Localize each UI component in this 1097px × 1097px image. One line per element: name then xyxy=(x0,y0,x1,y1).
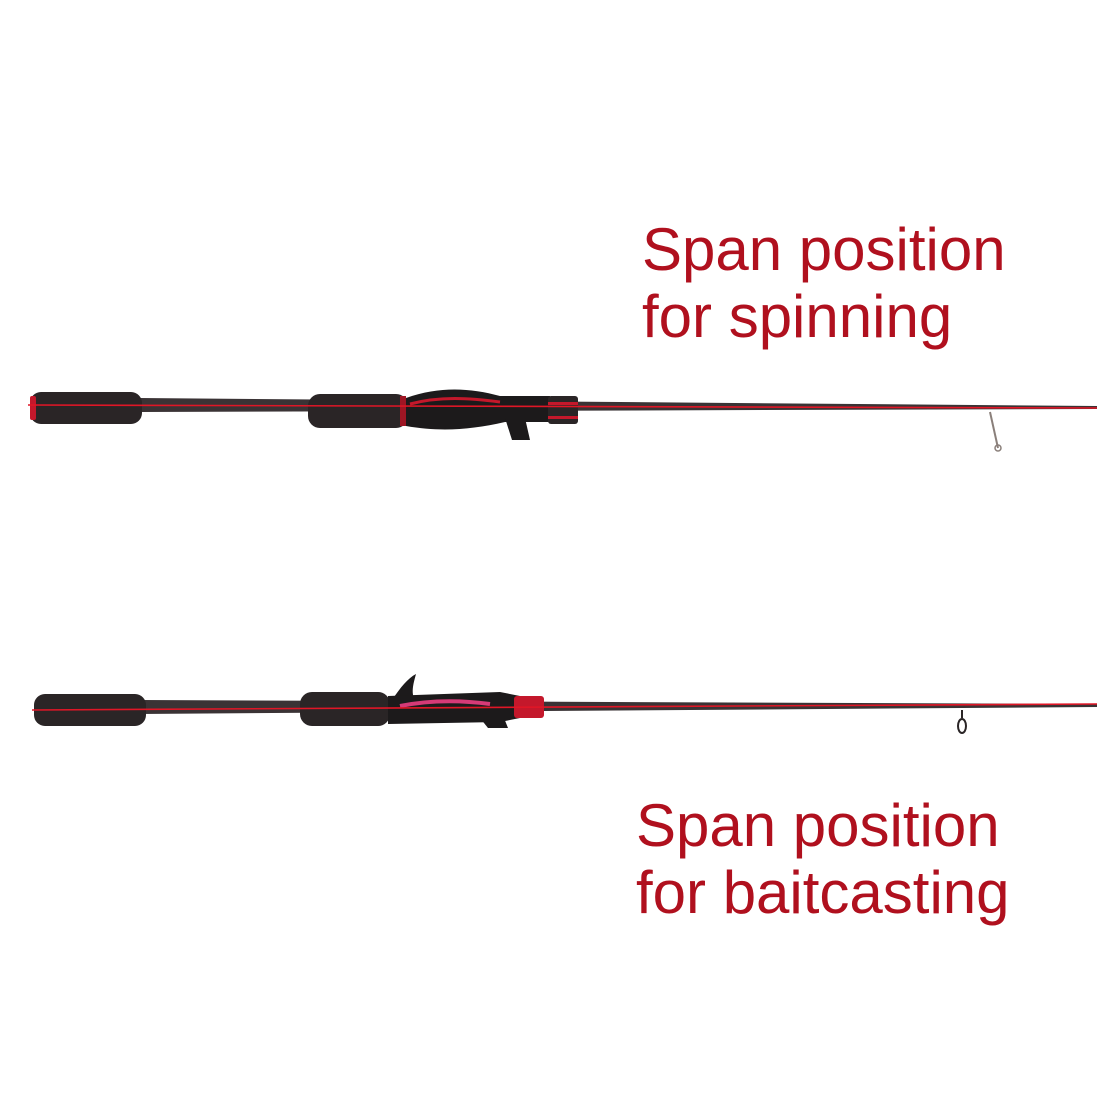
spinning-caption-line-2: for spinning xyxy=(642,283,953,350)
spinning-reel-seat-accent xyxy=(409,397,501,406)
baitcasting-line-guide xyxy=(957,718,967,734)
spinning-line-guide xyxy=(989,411,999,449)
baitcasting-span-line xyxy=(31,703,1097,711)
spinning-caption-line-1: Span position xyxy=(642,216,1006,283)
spinning-reel-seat xyxy=(406,389,552,430)
spinning-span-caption: Span position for spinning xyxy=(642,216,1006,350)
baitcasting-caption-line-2: for baitcasting xyxy=(636,859,1010,926)
spinning-grip-ring xyxy=(400,396,406,426)
baitcasting-rod xyxy=(31,674,1097,734)
spinning-rear-grip xyxy=(30,392,142,424)
spinning-reel-foot xyxy=(505,418,530,440)
spinning-rod xyxy=(27,389,1097,452)
baitcasting-reel-foot xyxy=(480,718,508,728)
baitcasting-caption-line-1: Span position xyxy=(636,792,1000,859)
spinning-winding-check xyxy=(548,396,578,424)
spinning-span-line xyxy=(27,404,1097,409)
spinning-front-grip xyxy=(308,394,408,428)
baitcasting-reel-seat-accent xyxy=(399,699,491,708)
baitcasting-span-caption: Span position for baitcasting xyxy=(636,792,1010,926)
spinning-butt-cap xyxy=(30,396,36,420)
